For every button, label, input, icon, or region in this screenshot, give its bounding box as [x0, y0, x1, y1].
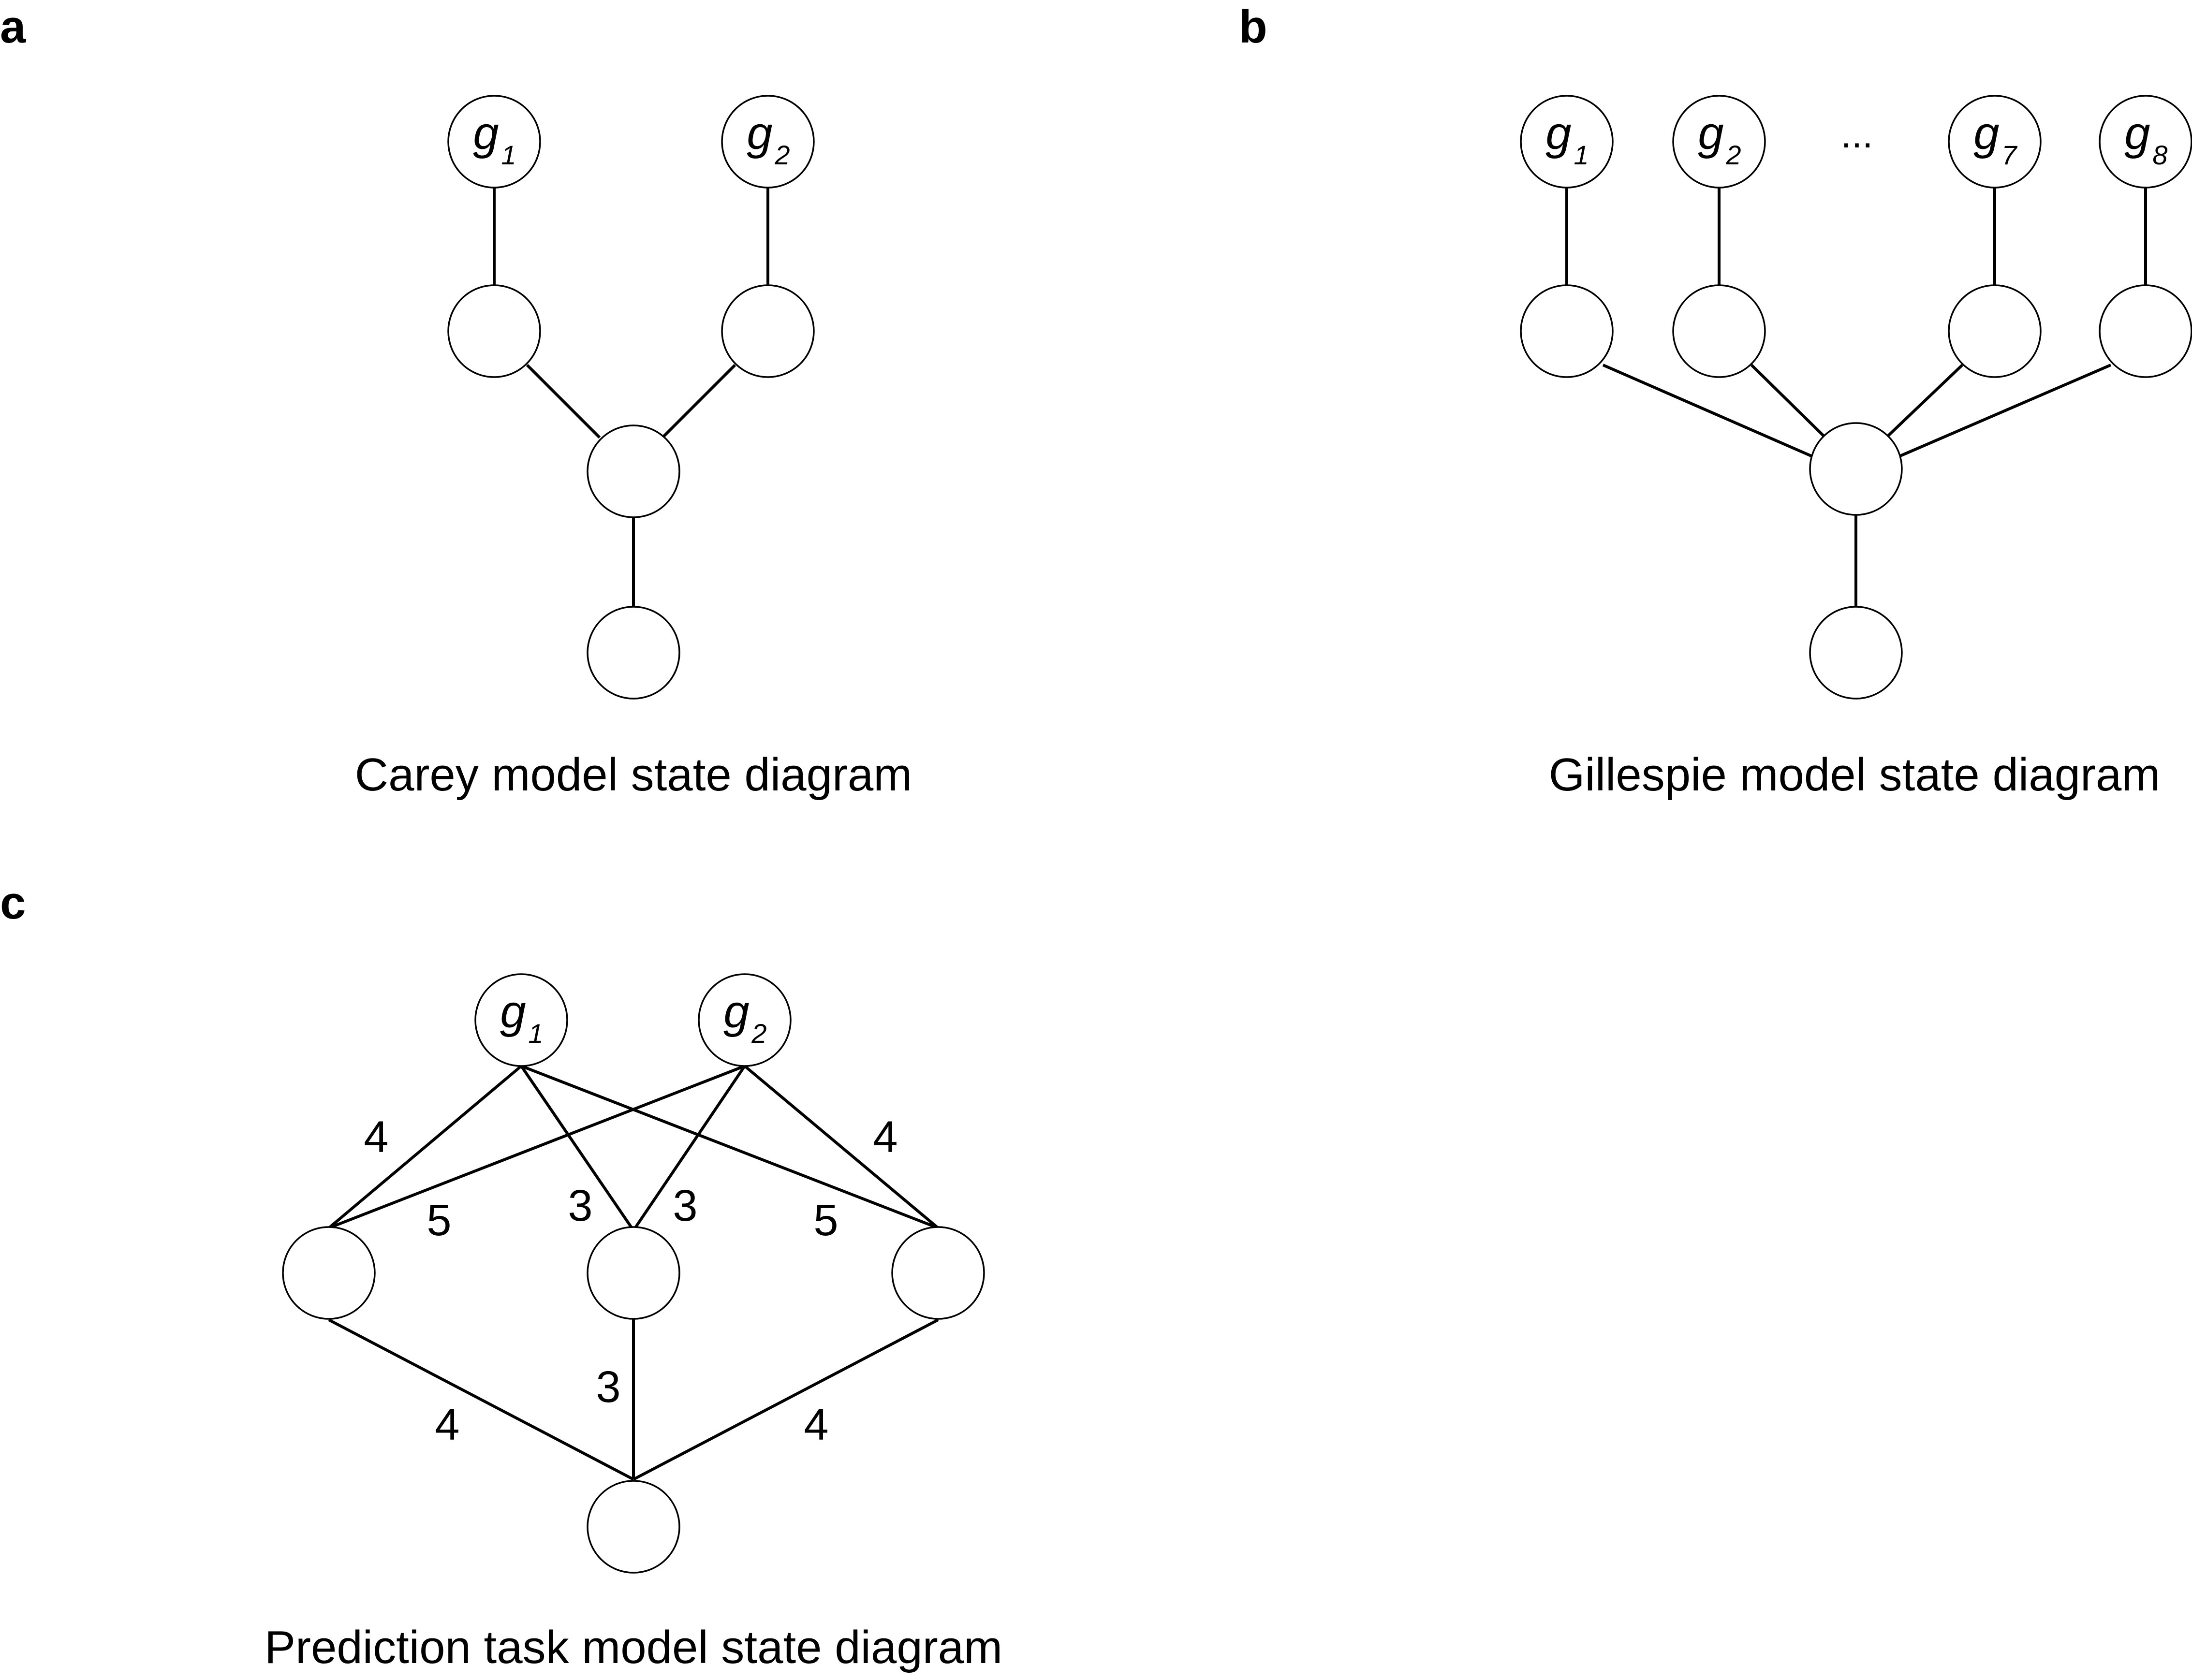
edge-left-bottom: [328, 1318, 634, 1481]
weight-right-bottom: 4: [804, 1400, 828, 1449]
hidden-node-2: [1672, 284, 1766, 378]
center-node: [587, 424, 680, 518]
weight-middle-bottom: 3: [596, 1362, 620, 1412]
panel-c: c g 1 g 2 4: [0, 877, 1002, 1673]
edge-right-bottom: [633, 1318, 939, 1481]
node-g2-sub: 2: [751, 1018, 766, 1049]
panel-c-edges: [328, 1065, 939, 1481]
hidden-node-2: [721, 284, 815, 378]
panel-b-caption: Gillespie model state diagram: [1549, 749, 2161, 801]
panel-b-input-node-g8: g 8: [2099, 95, 2192, 189]
panel-a-caption: Carey model state diagram: [355, 749, 912, 801]
edge-hidden8-center: [1897, 364, 2112, 458]
hidden-node-8: [2099, 284, 2192, 378]
node-g1: [1520, 95, 1614, 189]
panel-a-input-node-g2: g 2: [721, 95, 815, 189]
hidden-node-middle: [587, 1226, 680, 1320]
edge-g2-left: [328, 1065, 746, 1229]
node-g2-base: g: [747, 107, 772, 159]
node-g8: [2099, 95, 2192, 189]
node-g8-sub: 8: [2152, 140, 2167, 170]
weight-g2-right: 4: [873, 1112, 897, 1162]
node-g1-sub: 1: [528, 1018, 543, 1049]
output-node: [587, 606, 680, 700]
edge-hidden1-center: [526, 364, 601, 439]
node-g1-base: g: [473, 107, 499, 159]
panel-a-edges: [493, 188, 769, 607]
node-g7: [1948, 95, 2042, 189]
weight-g1-right: 5: [813, 1196, 838, 1245]
node-g1-sub: 1: [1574, 140, 1589, 170]
panel-b: b g 1 g 2 ... g 7: [1239, 1, 2192, 801]
node-g2-sub: 2: [774, 140, 790, 170]
output-node: [587, 1480, 680, 1574]
node-g7-base: g: [1973, 107, 1999, 159]
panel-c-input-node-g2: g 2: [698, 973, 792, 1067]
panel-c-caption: Prediction task model state diagram: [265, 1622, 1002, 1673]
node-g1: [474, 973, 568, 1067]
panel-b-edges: [1565, 188, 2147, 607]
node-g2-base: g: [1698, 107, 1723, 159]
node-g1: [447, 95, 541, 189]
weight-g2-middle: 3: [673, 1181, 697, 1230]
hidden-node-1: [1520, 284, 1614, 378]
edge-g1-middle: [520, 1065, 635, 1231]
hidden-node-right: [891, 1226, 985, 1320]
panel-c-input-node-g1: g 1: [474, 973, 568, 1067]
edge-hidden2-center: [661, 364, 736, 439]
panel-c-edge-weights: 4 5 3 3 5 4 4 3 4: [364, 1112, 897, 1449]
hidden-node-7: [1948, 284, 2042, 378]
output-node: [1809, 606, 1903, 700]
edge-g2-middle: [632, 1065, 746, 1231]
ellipsis-label: ...: [1841, 113, 1873, 156]
weight-g2-left: 5: [427, 1196, 451, 1245]
node-g2: [1672, 95, 1766, 189]
edge-hidden7-center: [1877, 364, 1964, 446]
hidden-node-left: [282, 1226, 376, 1320]
panel-a-input-node-g1: g 1: [447, 95, 541, 189]
weight-left-bottom: 4: [435, 1400, 459, 1449]
node-g2: [698, 973, 792, 1067]
panel-b-input-node-g7: g 7: [1948, 95, 2042, 189]
panel-b-input-node-g2: g 2: [1672, 95, 1766, 189]
node-g2-base: g: [723, 986, 749, 1037]
weight-g1-left: 4: [364, 1112, 388, 1162]
edge-g2-right: [744, 1065, 939, 1229]
node-g1-base: g: [500, 986, 526, 1037]
panel-letter-c: c: [0, 877, 26, 929]
edge-hidden1-center: [1602, 364, 1814, 458]
node-g2: [721, 95, 815, 189]
weight-g1-middle: 3: [568, 1181, 592, 1230]
edge-hidden2-center: [1750, 364, 1834, 446]
node-g1-base: g: [1545, 107, 1571, 159]
panel-b-input-node-g1: g 1: [1520, 95, 1614, 189]
edge-g1-left: [328, 1065, 522, 1229]
node-g7-sub: 7: [2001, 140, 2017, 170]
node-g1-sub: 1: [501, 140, 516, 170]
node-g8-base: g: [2124, 107, 2150, 159]
node-g2-sub: 2: [1725, 140, 1741, 170]
panel-letter-a: a: [0, 1, 26, 53]
center-node: [1809, 422, 1903, 516]
panel-letter-b: b: [1239, 1, 1267, 53]
panel-a: a g 1 g 2 Carey model state diagram: [0, 1, 912, 801]
hidden-node-1: [447, 284, 541, 378]
edge-g1-right: [520, 1065, 939, 1229]
